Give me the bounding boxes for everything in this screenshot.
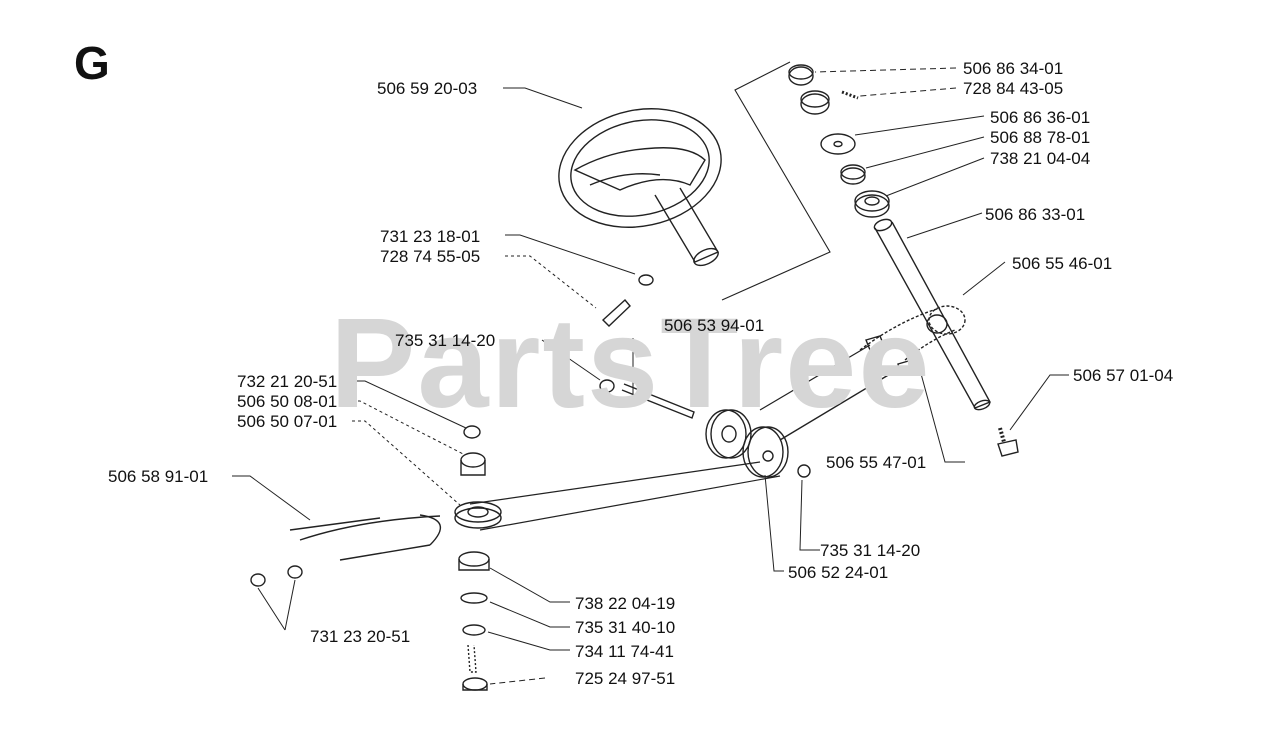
part-label[interactable]: 725 24 97-51 [575,669,676,688]
part-label[interactable]: 506 86 33-01 [985,205,1086,224]
part-label[interactable]: 728 84 43-05 [963,79,1064,98]
part-label[interactable]: 735 31 40-10 [575,618,676,637]
part-label[interactable]: 732 21 20-51 [237,372,338,391]
part-label[interactable]: 506 57 01-04 [1073,366,1174,385]
watermark-text: PartsTree [330,292,932,435]
part-label[interactable]: 738 22 04-19 [575,594,676,613]
part-label[interactable]: 735 31 14-20 [395,331,496,350]
sprocket-part [859,305,966,361]
part-label[interactable]: 731 23 20-51 [310,627,411,646]
part-label[interactable]: 735 31 14-20 [820,541,921,560]
steering-column-shaft [873,218,991,411]
column-top-parts [788,64,890,218]
part-label[interactable]: 506 50 07-01 [237,412,338,431]
part-label[interactable]: 506 52 24-01 [788,563,889,582]
steering-wheel-part [558,108,722,267]
part-label[interactable]: 731 23 18-01 [380,227,481,246]
bolt-right-part [997,427,1019,457]
part-label[interactable]: 734 11 74-41 [575,642,674,661]
lower-stack [454,425,502,691]
part-label[interactable]: 506 86 34-01 [963,59,1064,78]
tie-rods [759,335,915,441]
cable-part [250,514,442,587]
part-label[interactable]: 506 59 20-03 [377,79,478,98]
part-label[interactable]: 506 58 91-01 [108,467,209,486]
pulleys [705,409,811,478]
leader-lines [232,67,1069,685]
section-letter: G [74,37,110,89]
part-label[interactable]: 728 74 55-05 [380,247,481,266]
part-label[interactable]: 506 53 94-01 [664,316,765,335]
part-label[interactable]: 506 86 36-01 [990,108,1091,127]
part-label[interactable]: 506 50 08-01 [237,392,338,411]
part-label[interactable]: 506 88 78-01 [990,128,1091,147]
part-label[interactable]: 738 21 04-04 [990,149,1091,168]
part-label[interactable]: 506 55 47-01 [826,453,927,472]
part-label[interactable]: 506 55 46-01 [1012,254,1113,273]
